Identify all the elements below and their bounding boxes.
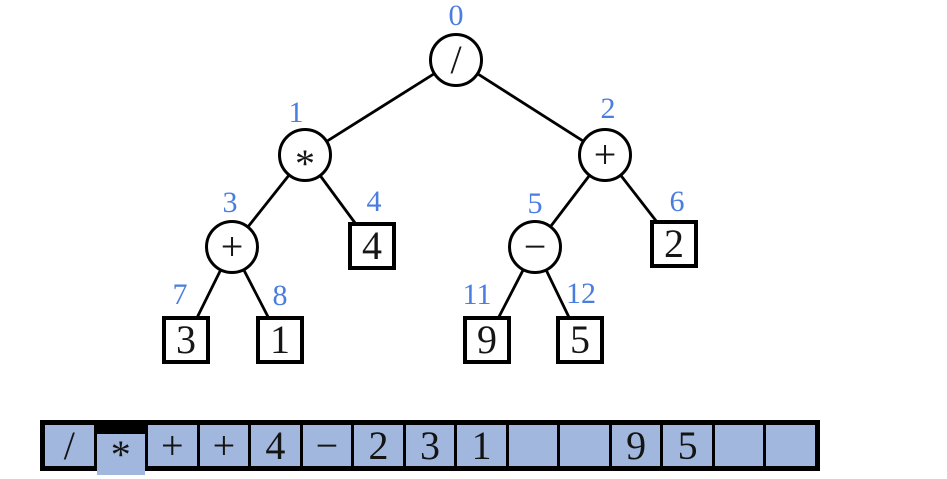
node-index-label-7: 7 [172,278,188,311]
tree-node-1: * [278,128,332,186]
array-cell-6: 2 [354,425,403,466]
tree-node-11: 9 [463,316,511,364]
tree-node-12: 5 [556,316,604,364]
node-value: 9 [477,317,497,362]
tree-edge [304,58,457,157]
tree-node-6: 2 [650,220,698,268]
array-cell-9 [508,425,558,466]
node-value: + [220,224,244,269]
node-index-label-1: 1 [288,96,304,129]
array-cell-10 [560,425,609,466]
node-value: + [593,132,617,177]
node-value: − [523,224,547,269]
tree-node-8: 1 [256,316,304,364]
tree-node-3: + [205,220,259,274]
node-value: 4 [362,223,382,268]
array-cell-7: 3 [405,425,455,466]
array-cell-14 [766,425,815,466]
node-index-label-6: 6 [669,185,685,218]
tree-node-4: 4 [348,222,396,270]
node-value: / [450,37,462,82]
node-index-label-8: 8 [272,279,288,312]
array-cell-11: 9 [611,425,661,466]
array-cell-12: 5 [663,425,712,466]
array-cell-4: 4 [251,425,300,466]
node-index-label-4: 4 [366,185,382,218]
node-index-label-2: 2 [600,92,616,125]
node-index-label-11: 11 [462,278,492,311]
node-index-label-3: 3 [222,186,238,219]
node-index-label-12: 12 [566,277,596,310]
node-value: 5 [570,317,590,362]
array-cell-3: + [199,425,249,466]
array-cell-13 [714,425,764,466]
node-value: 1 [270,317,290,362]
node-value: * [295,141,315,186]
tree-node-0: / [429,33,483,87]
array-cell-5: − [302,425,352,466]
node-value: 2 [664,221,684,266]
array-cell-1: * [96,434,146,475]
node-index-label-0: 0 [448,0,464,32]
node-value: 3 [176,317,196,362]
node-index-label-5: 5 [527,187,543,220]
tree-node-7: 3 [162,316,210,364]
array-cell-2: + [148,425,197,466]
array-cell-0: / [45,425,94,466]
tree-edge [455,58,606,157]
array-representation: / * + + 4 − 2 3 1 9 5 [40,420,820,475]
tree-node-2: + [578,128,632,182]
tree-node-5: − [508,220,562,274]
array-cell-8: 1 [457,425,506,466]
